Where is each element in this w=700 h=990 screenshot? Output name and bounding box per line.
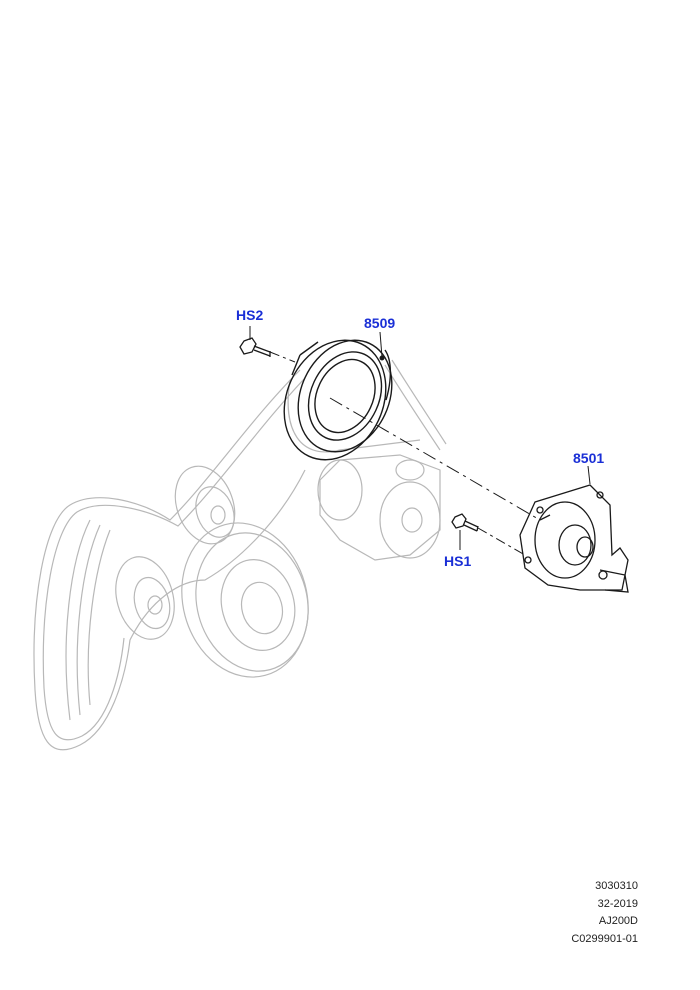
leader-lines <box>249 326 591 556</box>
footer-code-4: C0299901-01 <box>571 933 638 945</box>
callout-hs2[interactable]: HS2 <box>236 307 264 323</box>
water-pump-8501[interactable] <box>519 484 629 593</box>
callout-hs1[interactable]: HS1 <box>444 553 472 569</box>
footer-code-2: 32-2019 <box>597 898 638 910</box>
callout-8501[interactable]: 8501 <box>573 450 605 466</box>
bolt-hs2[interactable] <box>239 337 271 357</box>
drive-belt-ghost <box>33 359 447 751</box>
pulley-8509[interactable] <box>265 324 409 477</box>
bolt-hs1[interactable] <box>451 513 479 532</box>
callout-8509[interactable]: 8509 <box>364 315 396 331</box>
footer-code-3: AJ200D <box>598 915 638 927</box>
footer-code-1: 3030310 <box>595 880 638 892</box>
